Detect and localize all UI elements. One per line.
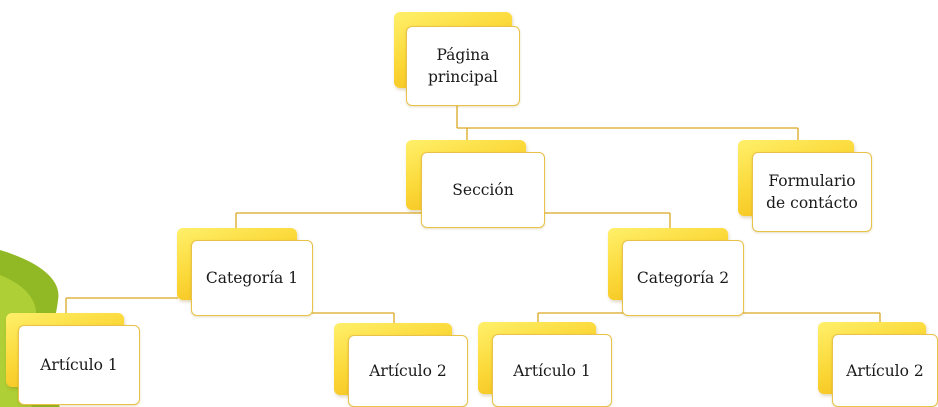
node-home-label: Página principal [427,46,499,86]
node-article-1a-label: Artículo 1 [40,356,118,374]
node-section-label: Sección [452,181,514,199]
node-article-2a-label: Artículo 2 [369,362,447,380]
node-article-2b-label: Artículo 2 [846,361,924,380]
node-category-2-label: Categoría 2 [636,269,730,287]
node-contact-label: Formulario de contácto [766,172,858,212]
node-article-1b-label: Artículo 1 [513,361,591,380]
node-category-1-label: Categoría 1 [205,269,299,287]
